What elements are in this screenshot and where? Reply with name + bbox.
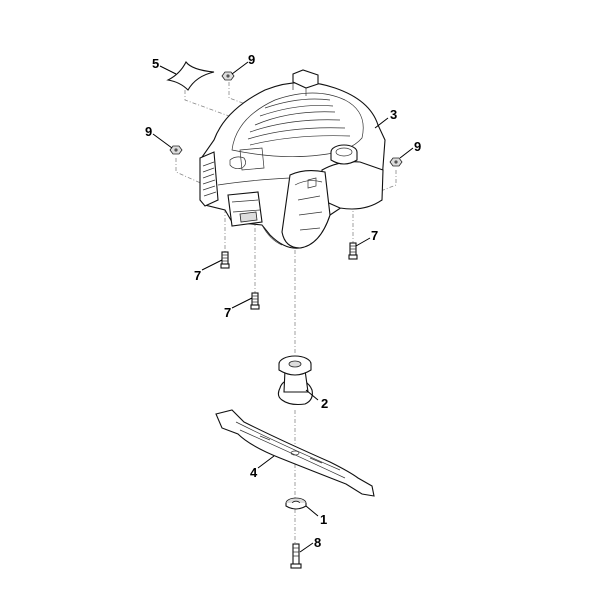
callout-7-bolt-left-lower: 7	[224, 305, 232, 320]
part-blade-bolt[interactable]	[290, 543, 302, 569]
callout-5-cover-seal: 5	[152, 56, 160, 71]
part-cover-seal[interactable]	[166, 60, 215, 91]
callout-1-washer: 1	[320, 512, 328, 527]
callout-9-nut-top: 9	[248, 52, 256, 67]
callout-7-bolt-left-upper: 7	[194, 268, 202, 283]
callout-7-bolt-right: 7	[371, 228, 379, 243]
part-nut-left[interactable]	[169, 145, 183, 155]
leader-lines	[152, 61, 414, 553]
part-blade[interactable]	[215, 409, 375, 497]
part-engine[interactable]	[199, 69, 386, 249]
callout-9-nut-left: 9	[145, 124, 153, 139]
part-blade-adapter[interactable]	[277, 355, 313, 406]
callout-9-nut-right: 9	[414, 139, 422, 154]
callout-3-engine: 3	[390, 107, 398, 122]
part-nut-right[interactable]	[389, 157, 403, 167]
part-washer[interactable]	[285, 497, 307, 510]
part-bolt-right[interactable]	[348, 242, 358, 260]
callout-8-blade-bolt: 8	[314, 535, 322, 550]
callout-4-blade: 4	[250, 465, 258, 480]
callout-2-blade-adapter: 2	[321, 396, 329, 411]
part-nut-top[interactable]	[221, 71, 235, 81]
part-bolt-left-upper[interactable]	[220, 251, 230, 269]
part-bolt-left-lower[interactable]	[250, 292, 260, 310]
